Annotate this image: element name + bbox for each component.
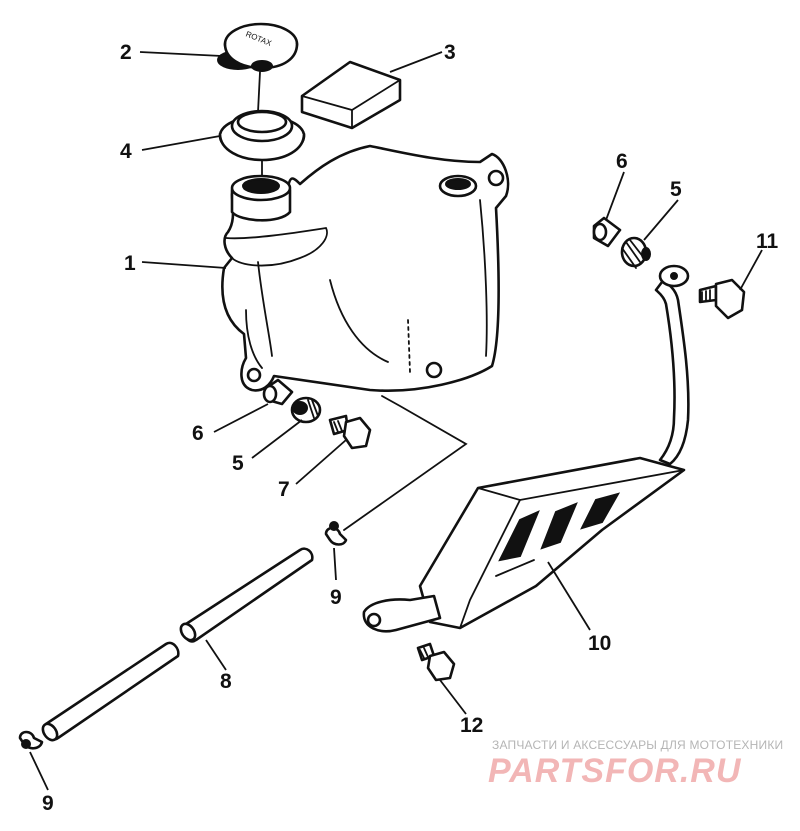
part-4-filler-ring: [218, 109, 306, 162]
callout-7: 7: [278, 478, 290, 501]
part-9-lower-clip: [18, 730, 44, 750]
callout-2: 2: [120, 41, 132, 64]
part-3-foam-pad: [300, 60, 402, 130]
callout-4: 4: [120, 140, 132, 163]
callout-11: 11: [756, 230, 779, 253]
part-7-bolt: [328, 414, 372, 450]
part-8-hose: [41, 547, 314, 742]
callout-1: 1: [124, 252, 136, 275]
watermark-brand: PARTSFOR.RU: [488, 752, 742, 790]
part-6-lower-collar: [262, 378, 294, 406]
part-5-upper-grommet: [620, 236, 651, 269]
callout-5-upper: 5: [670, 178, 682, 201]
part-9-upper-clip: [324, 521, 348, 546]
callout-9-lower: 9: [42, 792, 54, 815]
watermark-tagline: ЗАПЧАСТИ И АКСЕССУАРЫ ДЛЯ МОТОТЕХНИКИ: [492, 738, 783, 752]
part-6-upper-collar: [592, 216, 622, 248]
leader-lines: [29, 51, 763, 791]
callout-5-lower: 5: [232, 452, 244, 475]
callout-10: 10: [588, 632, 611, 655]
callout-9-upper: 9: [330, 586, 342, 609]
callout-6-upper: 6: [616, 150, 628, 173]
callout-3: 3: [444, 41, 456, 64]
callout-8: 8: [220, 670, 232, 693]
part-11-bolt: [698, 278, 746, 320]
callout-6-lower: 6: [192, 422, 204, 445]
part-1-oil-tank: [221, 144, 510, 392]
part-12-bolt: [416, 642, 456, 682]
part-2-filler-cap: ROTAX: [217, 22, 299, 72]
part-5-lower-grommet: [290, 396, 322, 424]
part-10-bracket: [362, 264, 690, 633]
callout-12: 12: [460, 714, 483, 737]
